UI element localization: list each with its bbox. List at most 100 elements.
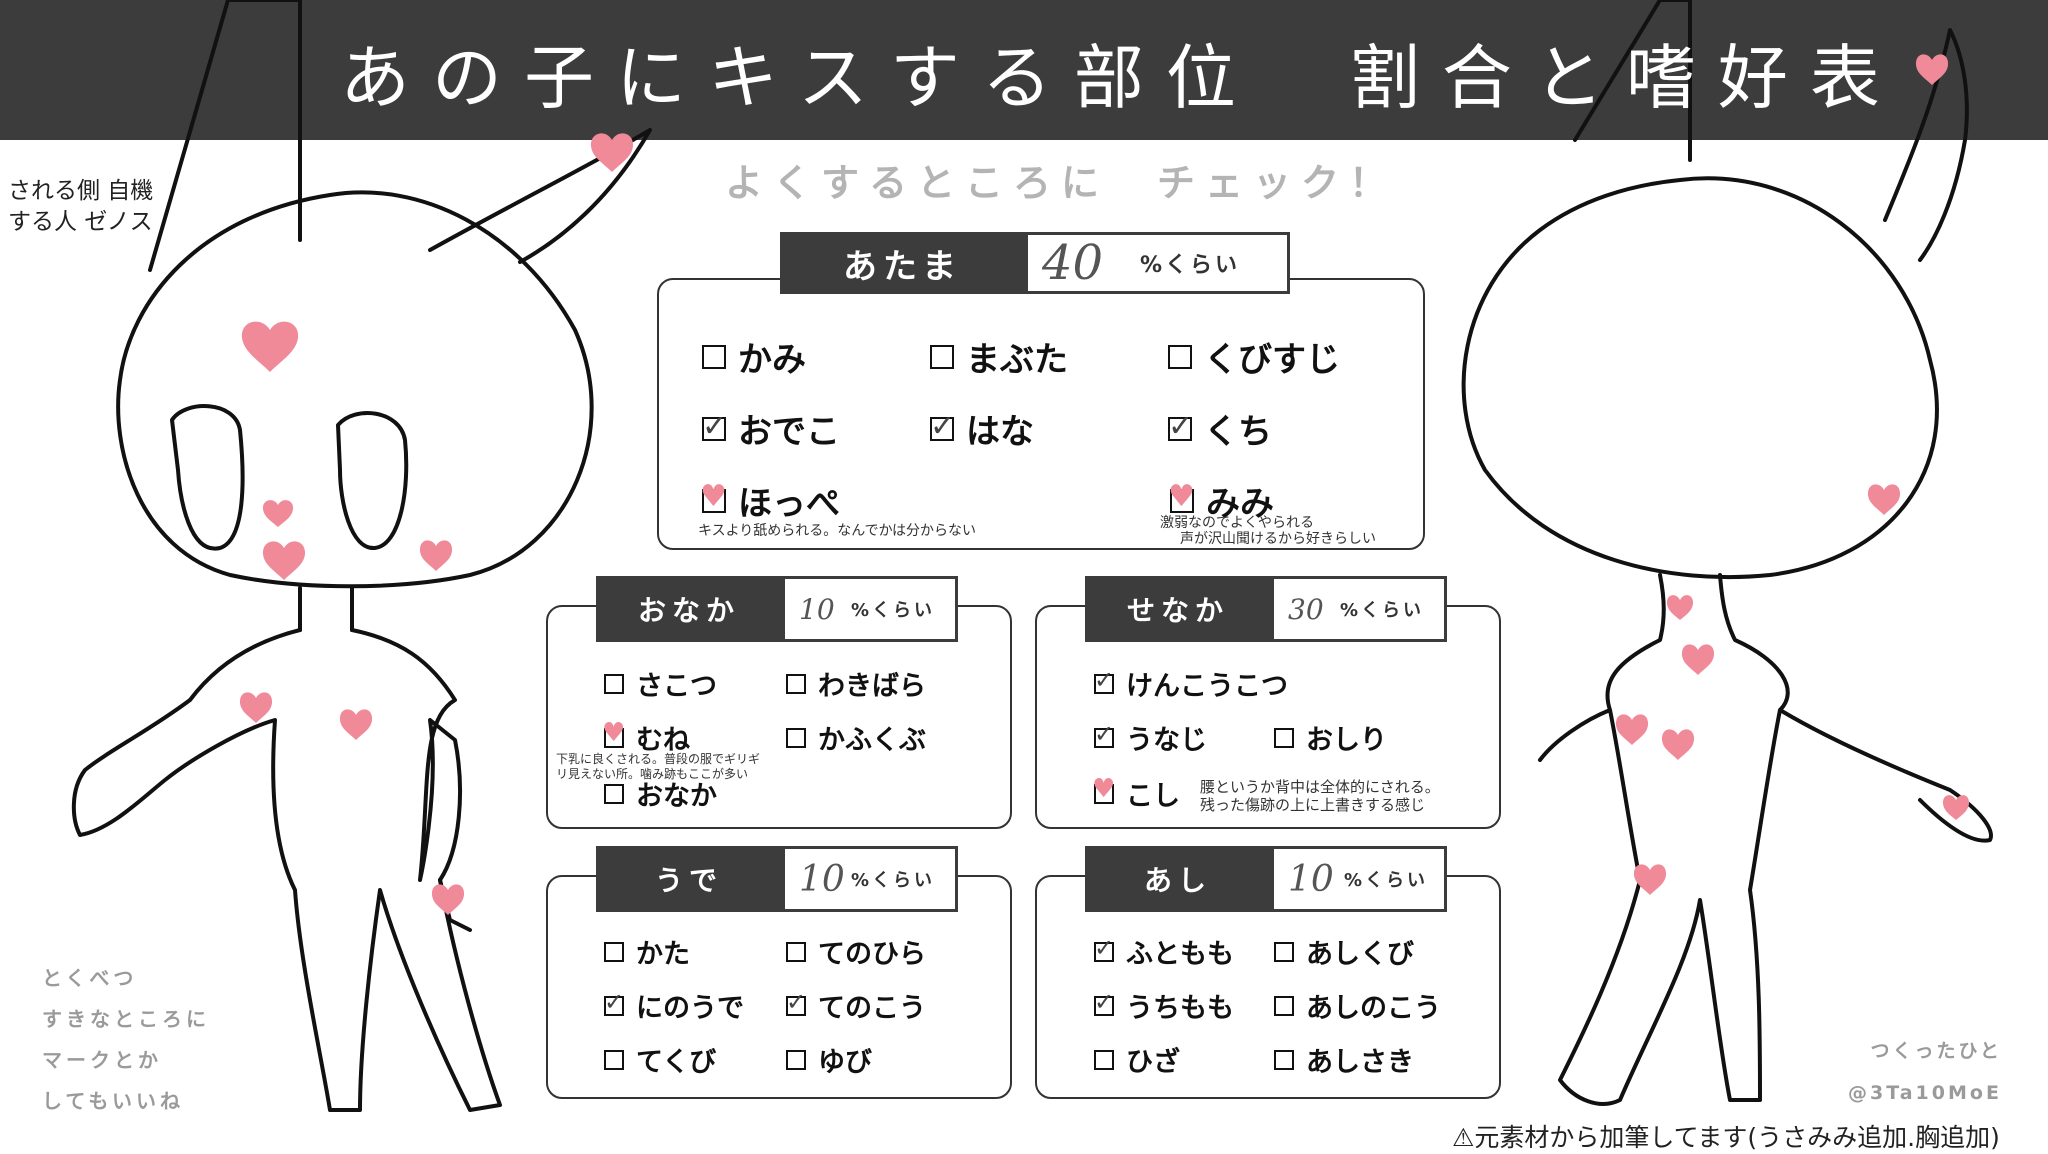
note-mune-1: 下乳に良くされる。普段の服でギリギ bbox=[556, 752, 761, 766]
checklist-item-wakibara[interactable]: わきばら bbox=[786, 664, 926, 703]
item-label: かた bbox=[636, 939, 690, 970]
item-label: みみ bbox=[1206, 484, 1274, 524]
section-senaka-header: せなか 30 %くらい bbox=[1085, 576, 1447, 642]
checkbox-icon[interactable] bbox=[1168, 344, 1192, 369]
item-label: うなじ bbox=[1126, 725, 1207, 756]
checklist-item-mabuta[interactable]: まぶた bbox=[930, 332, 1068, 381]
checkbox-icon[interactable] bbox=[1274, 1049, 1294, 1070]
section-ude-percent-field[interactable]: 10 %くらい bbox=[782, 846, 958, 912]
checkbox-icon[interactable]: ✓ bbox=[1094, 934, 1114, 962]
item-label: あしくび bbox=[1306, 939, 1414, 970]
checklist-item-tekubi[interactable]: てくび bbox=[604, 1040, 716, 1079]
creator-credit: つくったひと @3Ta10MoE bbox=[1848, 1030, 2002, 1114]
item-label: わきばら bbox=[818, 671, 926, 702]
item-label: かふくぶ bbox=[818, 725, 926, 756]
side-note-line: すきなところに bbox=[42, 1007, 210, 1031]
checkbox-icon[interactable] bbox=[786, 1049, 806, 1070]
section-senaka-percent-field[interactable]: 30 %くらい bbox=[1271, 576, 1447, 642]
left-figure-eye-left bbox=[170, 404, 245, 551]
giver-label: する人 ゼノス bbox=[8, 209, 153, 235]
checkbox-icon[interactable]: ✓ bbox=[1168, 409, 1193, 444]
checklist-item-koshi[interactable]: ♥ こし bbox=[1092, 774, 1180, 813]
checkbox-icon[interactable] bbox=[1094, 1049, 1114, 1070]
section-ashi-header: あし 10 %くらい bbox=[1085, 846, 1447, 912]
checklist-item-kubisuji[interactable]: くびすじ bbox=[1168, 332, 1340, 381]
checklist-item-mune[interactable]: ♥ むね bbox=[602, 718, 690, 757]
checkbox-icon[interactable] bbox=[1274, 941, 1294, 962]
checklist-item-kami[interactable]: かみ bbox=[702, 332, 806, 381]
checklist-item-oshiri[interactable]: おしり bbox=[1274, 718, 1387, 757]
checkbox-icon[interactable]: ♥ bbox=[700, 479, 727, 514]
section-onaka-percent-field[interactable]: 10 %くらい bbox=[782, 576, 958, 642]
checklist-item-kuchi[interactable]: ✓ くち bbox=[1168, 404, 1272, 453]
item-label: けんこうこつ bbox=[1126, 671, 1288, 702]
check-mark-icon: ✓ bbox=[1094, 933, 1115, 962]
item-label: くびすじ bbox=[1204, 340, 1340, 380]
checkbox-icon[interactable]: ✓ bbox=[786, 988, 806, 1016]
section-onaka-percent-value: 10 bbox=[799, 592, 835, 626]
checklist-item-kata[interactable]: かた bbox=[604, 932, 690, 971]
checkbox-icon[interactable] bbox=[604, 1049, 624, 1070]
checklist-item-ninoude[interactable]: ✓ にのうで bbox=[604, 986, 744, 1025]
checklist-item-ashisaki[interactable]: あしさき bbox=[1274, 1040, 1414, 1079]
item-label: てのこう bbox=[818, 993, 926, 1024]
heart-mark-icon: ♥ bbox=[1092, 773, 1116, 804]
checklist-item-ashikubi[interactable]: あしくび bbox=[1274, 932, 1414, 971]
note-hoppe: キスより舐められる。なんでかは分からない bbox=[698, 523, 977, 539]
item-label: ふともも bbox=[1126, 939, 1234, 970]
checkbox-icon[interactable] bbox=[786, 673, 806, 694]
checkbox-icon[interactable]: ♥ bbox=[1168, 479, 1195, 514]
right-figure-ear-left bbox=[1573, 0, 1692, 162]
section-atama-percent-field[interactable]: 40 %くらい bbox=[1025, 232, 1290, 294]
checkbox-icon[interactable]: ♥ bbox=[602, 718, 625, 748]
checkbox-icon[interactable]: ✓ bbox=[930, 409, 955, 444]
checklist-item-futomomo[interactable]: ✓ ふともも bbox=[1094, 932, 1234, 971]
checkbox-icon[interactable] bbox=[604, 783, 624, 804]
checklist-item-uchimomo[interactable]: ✓ うちもも bbox=[1094, 986, 1234, 1025]
page-title: あの子にキスする部位 割合と嗜好表 bbox=[340, 37, 1902, 119]
section-onaka-percent-unit: %くらい bbox=[851, 600, 936, 621]
checkbox-icon[interactable] bbox=[1274, 727, 1294, 748]
checklist-item-tenokou[interactable]: ✓ てのこう bbox=[786, 986, 926, 1025]
checklist-item-sakotsu[interactable]: さこつ bbox=[604, 664, 717, 703]
item-label: あしのこう bbox=[1306, 993, 1441, 1024]
check-mark-icon: ✓ bbox=[1094, 665, 1115, 694]
side-note-line: とくべつ bbox=[42, 966, 138, 990]
checklist-item-onaka[interactable]: おなか bbox=[604, 774, 717, 813]
checklist-item-hiza[interactable]: ひざ bbox=[1094, 1040, 1180, 1079]
checkbox-icon[interactable] bbox=[604, 673, 624, 694]
checklist-item-hana[interactable]: ✓ はな bbox=[930, 404, 1034, 453]
checkbox-icon[interactable] bbox=[930, 344, 954, 369]
item-label: むね bbox=[636, 725, 690, 756]
checklist-item-tenohira[interactable]: てのひら bbox=[786, 932, 926, 971]
section-atama-percent-unit: %くらい bbox=[1140, 253, 1241, 278]
checkbox-icon[interactable] bbox=[786, 727, 806, 748]
checklist-item-yubi[interactable]: ゆび bbox=[786, 1040, 872, 1079]
checkbox-icon[interactable]: ✓ bbox=[1094, 666, 1114, 694]
checkbox-icon[interactable]: ✓ bbox=[1094, 720, 1114, 748]
checklist-item-kenkoukotsu[interactable]: ✓ けんこうこつ bbox=[1094, 664, 1288, 703]
checkbox-icon[interactable]: ♥ bbox=[1092, 774, 1115, 804]
checkbox-icon[interactable] bbox=[1274, 995, 1294, 1016]
checkbox-icon[interactable]: ✓ bbox=[702, 409, 727, 444]
checklist-item-hoppe[interactable]: ♥ ほっぺ bbox=[700, 476, 840, 525]
checklist-item-ashinokou[interactable]: あしのこう bbox=[1274, 986, 1441, 1025]
checkbox-icon[interactable]: ✓ bbox=[1094, 988, 1114, 1016]
checkbox-icon[interactable] bbox=[702, 344, 726, 369]
section-ashi-percent-value: 10 bbox=[1288, 858, 1334, 900]
section-onaka-title: おなか bbox=[596, 576, 782, 642]
checklist-item-unaji[interactable]: ✓ うなじ bbox=[1094, 718, 1207, 757]
checklist-item-kafukubu[interactable]: かふくぶ bbox=[786, 718, 926, 757]
checkbox-icon[interactable] bbox=[786, 941, 806, 962]
checklist-item-mimi[interactable]: ♥ みみ bbox=[1168, 476, 1274, 525]
item-label: まぶた bbox=[966, 340, 1068, 380]
checkbox-icon[interactable]: ✓ bbox=[604, 988, 624, 1016]
section-ashi-percent-field[interactable]: 10 %くらい bbox=[1271, 846, 1447, 912]
left-figure-head bbox=[116, 190, 594, 589]
checklist-item-odeko[interactable]: ✓ おでこ bbox=[702, 404, 840, 453]
note-koshi-1: 腰というか背中は全体的にされる。 bbox=[1200, 778, 1440, 796]
section-atama-header: あたま 40 %くらい bbox=[780, 232, 1290, 294]
checkbox-icon[interactable] bbox=[604, 941, 624, 962]
item-label: おなか bbox=[636, 781, 717, 812]
heart-mark-icon: ♥ bbox=[602, 717, 626, 748]
